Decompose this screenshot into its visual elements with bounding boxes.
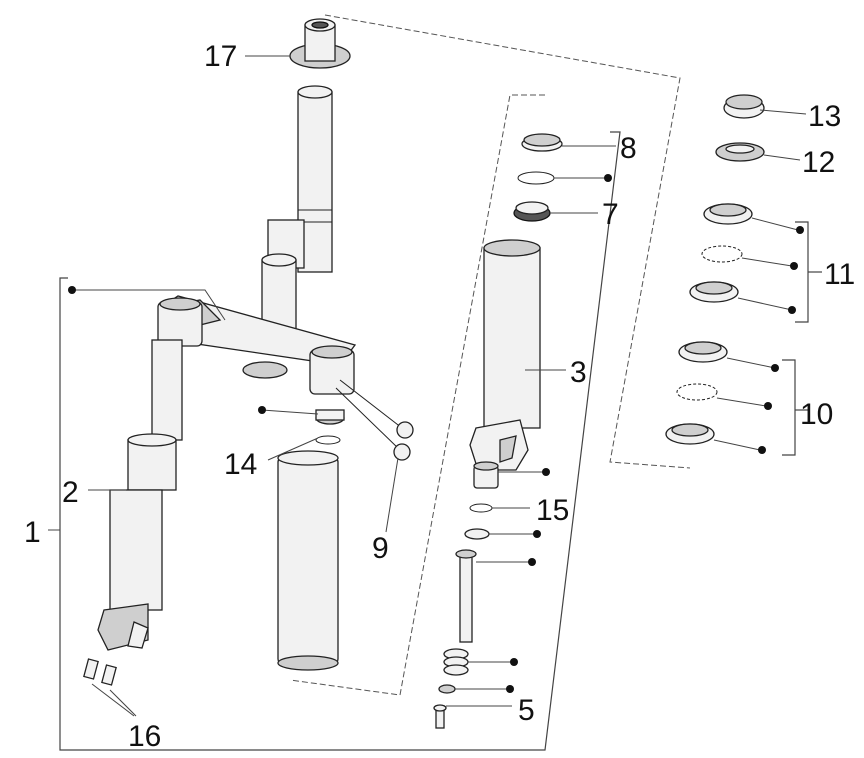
callout-1: 1	[24, 516, 41, 549]
damper-rod-part	[455, 549, 477, 643]
damper-bolt-part	[433, 704, 447, 729]
circlip-part	[517, 171, 555, 185]
triple-clamp-part	[157, 253, 357, 395]
callout-2: 2	[62, 476, 79, 509]
lower-bearing-race-part	[678, 341, 728, 363]
callout-8: 8	[620, 132, 637, 165]
left-fork-leg-part	[97, 339, 183, 651]
damper-washer-part	[464, 528, 490, 540]
callout-14: 14	[224, 448, 257, 481]
callout-9: 9	[372, 532, 389, 565]
damper-bushing-part	[473, 461, 499, 489]
lower-cup-part	[665, 423, 715, 445]
upper-cup-part	[689, 281, 739, 303]
callout-10: 10	[800, 398, 833, 431]
callout-16: 16	[128, 720, 161, 753]
lower-ball-cage-part	[676, 383, 718, 401]
washer-part	[715, 142, 765, 162]
dust-seal-part	[521, 133, 563, 152]
damper-ring-15-part	[469, 503, 493, 513]
steering-stem-top-part	[289, 18, 351, 69]
callout-3: 3	[570, 356, 587, 389]
callout-15: 15	[536, 494, 569, 527]
spring-part	[443, 648, 469, 676]
outer-fork-leg-part	[469, 239, 541, 471]
callout-13: 13	[808, 100, 841, 133]
upper-ball-cage-part	[701, 245, 743, 263]
bullet-dots	[68, 174, 804, 693]
fork-inner-tube-part	[277, 450, 339, 671]
callout-12: 12	[802, 146, 835, 179]
callout-5: 5	[518, 694, 535, 727]
lock-nut-part	[723, 94, 765, 119]
assembly-1-bracket	[59, 131, 621, 751]
steering-tube-part	[267, 85, 333, 273]
callout-7: 7	[602, 198, 619, 231]
clamp-bolt-part	[335, 379, 414, 461]
bearing-group-10-bracket	[782, 359, 808, 456]
stem-group-dashed-frame	[324, 14, 691, 469]
leader-lines	[48, 55, 807, 717]
upper-bearing-race-part	[703, 203, 753, 225]
small-bolts-part	[83, 658, 117, 686]
oil-seal-part	[513, 201, 551, 222]
bushing-part	[315, 409, 345, 445]
spring-seat-part	[438, 684, 456, 694]
bearing-group-11-bracket	[795, 221, 822, 323]
callout-17: 17	[204, 40, 237, 73]
callout-11: 11	[824, 258, 855, 291]
